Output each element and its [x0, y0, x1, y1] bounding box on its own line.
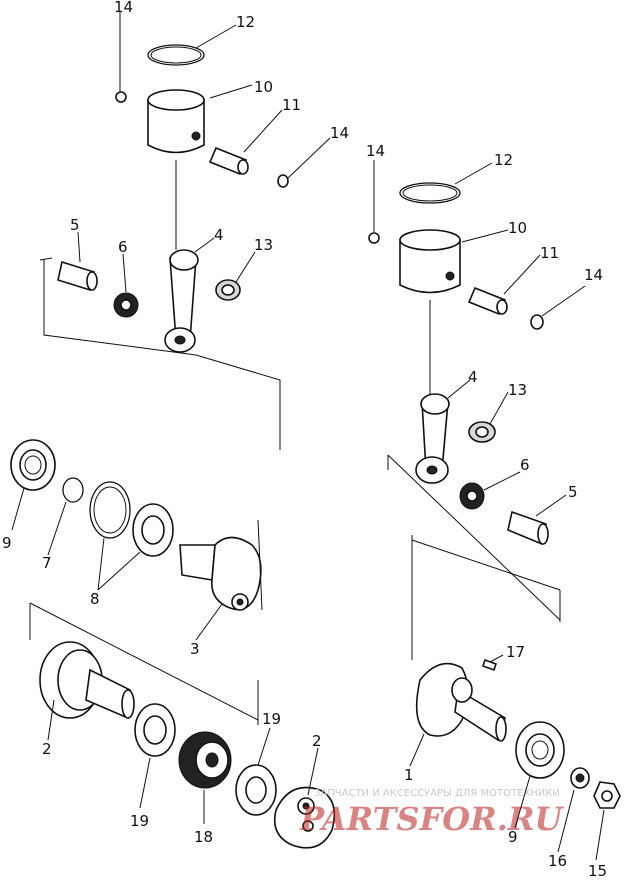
bottom-bearing-a: [134, 703, 176, 757]
right-nut: [593, 781, 621, 809]
callout-9-right: 9: [508, 828, 518, 846]
callout-9-left: 9: [2, 534, 12, 552]
bottom-bearing-b: [235, 764, 277, 816]
callout-6-right: 6: [520, 456, 530, 474]
callout-4-left: 4: [214, 226, 224, 244]
callout-4-right: 4: [468, 368, 478, 386]
callout-14-left-top: 14: [114, 0, 133, 16]
callout-11-right: 11: [540, 244, 559, 262]
callout-10-left: 10: [254, 78, 273, 96]
left-snap-ring: [62, 477, 84, 503]
callout-2-bottom: 2: [42, 740, 52, 758]
right-seal: [570, 767, 590, 789]
callout-16-right: 16: [548, 852, 567, 870]
callout-13-left: 13: [254, 236, 273, 254]
right-main-bearing: [515, 721, 565, 779]
right-piston-ring: [399, 182, 461, 204]
callout-14-right-pin: 14: [584, 266, 603, 284]
right-ring-lock: [368, 232, 380, 244]
left-crank-bearing: [132, 503, 174, 557]
right-small-bearing: [459, 482, 485, 510]
right-piston: [399, 229, 461, 294]
bottom-web: [273, 786, 336, 849]
callout-2-bottom-web: 2: [312, 732, 322, 750]
left-crank-pin: [57, 260, 98, 292]
callout-5-left: 5: [70, 216, 80, 234]
left-piston-ring: [147, 44, 205, 66]
right-piston-pin: [467, 286, 508, 316]
left-small-bearing: [113, 292, 139, 318]
left-piston-pin: [208, 146, 249, 176]
watermark-brand: PARTSFOR.RU: [299, 800, 564, 838]
callout-12-right: 12: [494, 151, 513, 169]
callout-13-right: 13: [508, 381, 527, 399]
left-conrod: [164, 249, 199, 353]
left-ring-lock: [115, 91, 127, 103]
callout-19-bottom-b: 19: [262, 710, 281, 728]
callout-12-left: 12: [236, 13, 255, 31]
left-crank-web: [179, 536, 262, 611]
left-piston: [147, 89, 205, 154]
callout-1-right: 1: [404, 766, 414, 784]
callout-17-right: 17: [506, 643, 525, 661]
left-pin-lock: [277, 174, 289, 188]
callout-19-bottom-a: 19: [130, 812, 149, 830]
callout-8-left: 8: [90, 590, 100, 608]
left-main-bearing: [10, 439, 56, 491]
right-pin-lock: [530, 314, 544, 330]
callout-5-right: 5: [568, 483, 578, 501]
callout-10-right: 10: [508, 219, 527, 237]
callout-11-left: 11: [282, 96, 301, 114]
right-crank-pin: [507, 510, 549, 546]
callout-7-left: 7: [42, 554, 52, 572]
leader-lines: [11, 12, 605, 861]
callout-6-left: 6: [118, 238, 128, 256]
callout-18-bottom: 18: [194, 828, 213, 846]
right-conrod: [415, 393, 450, 484]
callout-3-left: 3: [190, 640, 200, 658]
right-key: [481, 658, 498, 672]
watermark-caption: ЗАПЧАСТИ И АКСЕССУАРЫ ДЛЯ МОТОТЕХНИКИ: [314, 788, 560, 799]
callout-14-left-pin: 14: [330, 124, 349, 142]
right-crank-half: [415, 662, 507, 742]
callout-15-right: 15: [588, 862, 607, 880]
right-needle-bearing: [468, 421, 496, 443]
left-needle-bearing: [215, 279, 241, 301]
bottom-crank-half: [39, 641, 135, 720]
bottom-gear: [178, 731, 232, 789]
callout-14-right-top: 14: [366, 142, 385, 160]
left-rings: [89, 481, 131, 539]
